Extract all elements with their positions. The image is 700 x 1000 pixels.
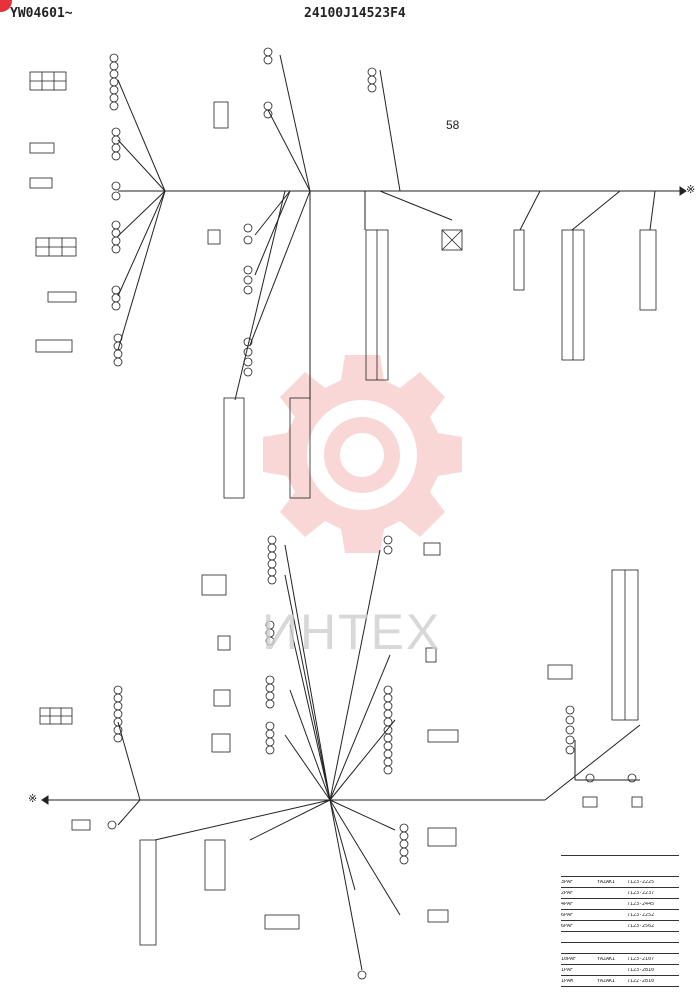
connector-lower-left-2p bbox=[71, 819, 91, 831]
connector-mid-2p bbox=[207, 229, 221, 245]
pin-column-e bbox=[111, 285, 121, 311]
connector-table-row bbox=[561, 943, 679, 954]
watermark-logo bbox=[263, 355, 462, 553]
connector-table-cell-c3: 7123-2252 bbox=[627, 912, 655, 918]
connector-6400-b bbox=[289, 397, 311, 499]
continuation-mark-lower: ※ bbox=[28, 792, 38, 805]
pin-column-t bbox=[565, 705, 575, 755]
connector-jce bbox=[513, 229, 525, 291]
connector-table-cell-c1: 1PAM bbox=[561, 978, 574, 984]
connector-table-cell-c1: 6PAF bbox=[561, 912, 574, 918]
connector-adapter-right bbox=[631, 796, 643, 808]
upper-left-branches bbox=[117, 79, 166, 351]
connector-lower-right-6p bbox=[427, 827, 457, 847]
connector-table-cell-c1: 4PAF bbox=[561, 901, 574, 907]
connector-amp-lower-4p bbox=[547, 664, 573, 680]
upper-middle-branches bbox=[234, 54, 401, 401]
connector-table-row: 10PAF YAZAKI 7123-2107 bbox=[561, 954, 679, 965]
connector-table: 3PAF YAZAKI 7123-2225 2PAF 7123-2237 4PAF 7123… bbox=[561, 855, 679, 987]
connector-lower-1p bbox=[425, 647, 437, 663]
pin-column-g bbox=[263, 47, 273, 65]
connector-left-3p bbox=[29, 142, 55, 154]
pin-column-m bbox=[113, 685, 123, 743]
pin-column-h bbox=[263, 101, 273, 119]
pin-column-i bbox=[243, 223, 253, 245]
connector-mid-relay bbox=[213, 101, 229, 129]
connector-table-cell-c2: YAZAKI bbox=[597, 956, 616, 962]
connector-left-4p bbox=[35, 339, 73, 353]
connector-table-cell-c3: 7123-2225 bbox=[627, 879, 655, 885]
connector-lower-relay bbox=[423, 542, 441, 556]
connector-table-row: 2PAF 7123-2237 bbox=[561, 888, 679, 899]
connector-table-row: 6PAF 7123-2562 bbox=[561, 921, 679, 932]
pin-column-f bbox=[113, 333, 123, 367]
connector-lower-6p-a bbox=[201, 574, 227, 596]
connector-lower-mid bbox=[427, 729, 459, 743]
connector-table-row: 6PAF 7123-2252 bbox=[561, 910, 679, 921]
pin-column-u bbox=[399, 823, 409, 865]
connector-group bbox=[29, 47, 657, 980]
continuation-mark-upper: ※ bbox=[686, 183, 696, 196]
connector-lower-2p bbox=[217, 635, 231, 651]
connector-table-cell-c3: 7123-2445 bbox=[627, 901, 655, 907]
page-number: 58 bbox=[446, 118, 460, 132]
connector-amp-4p bbox=[441, 229, 463, 251]
connector-table-row: 1PAF 7123-2810 bbox=[561, 965, 679, 976]
pin-column-k bbox=[243, 337, 253, 377]
connector-lower-bottom bbox=[264, 914, 300, 930]
drawing-number: 24100J14523F4 bbox=[304, 6, 406, 21]
connector-table-cell-c3: 7122-2810 bbox=[627, 978, 655, 984]
connector-table-cell-c3: 7123-2562 bbox=[627, 923, 655, 929]
serial-range-label: YW04601~ bbox=[10, 6, 73, 21]
connector-table-row: 4PAF 7123-2445 bbox=[561, 899, 679, 910]
connector-lower-stack bbox=[204, 839, 226, 891]
watermark-text: ИНТЕХ bbox=[262, 604, 442, 660]
connector-sumitomo-lower bbox=[139, 839, 157, 946]
connector-table-row bbox=[561, 932, 679, 943]
connector-table-cell-c1: 6PAF bbox=[561, 923, 574, 929]
lower-junction-branches bbox=[117, 544, 401, 971]
pin-column-s bbox=[383, 685, 393, 775]
connector-table-cell-c3: 7123-2810 bbox=[627, 967, 655, 973]
lower-harness-arrow bbox=[41, 795, 49, 805]
connector-table-row: 3PAF YAZAKI 7123-2225 bbox=[561, 877, 679, 888]
connector-table-cell-c2: YAZAKI bbox=[597, 978, 616, 984]
pin-column-p bbox=[265, 675, 275, 709]
connector-sumitomo-small bbox=[639, 229, 657, 311]
pin-column-o bbox=[265, 620, 275, 646]
upper-harness-arrow bbox=[679, 186, 687, 196]
connector-left-2p bbox=[29, 177, 53, 189]
lower-right-branch bbox=[544, 724, 641, 801]
pin-column-b bbox=[111, 127, 121, 161]
connector-table-row: 1PAM YAZAKI 7122-2810 bbox=[561, 976, 679, 987]
pin-column-a bbox=[109, 53, 119, 111]
connector-lower-4p bbox=[213, 689, 231, 707]
connector-table-header bbox=[561, 855, 679, 877]
connector-adapter-left bbox=[582, 796, 598, 808]
pin-column-r bbox=[383, 535, 393, 555]
connector-table-cell-c1: 3PAF bbox=[561, 879, 574, 885]
connector-table-cell-c2: YAZAKI bbox=[597, 879, 616, 885]
pin-column-d bbox=[111, 220, 121, 254]
pin-column-l bbox=[367, 67, 377, 93]
pin-column-q bbox=[265, 721, 275, 755]
connector-table-cell-c1: 2PAF bbox=[561, 890, 574, 896]
pin-column-c bbox=[111, 181, 121, 201]
connector-table-body: 3PAF YAZAKI 7123-2225 2PAF 7123-2237 4PAF 7123… bbox=[561, 877, 679, 987]
connector-lower-6p-b bbox=[211, 733, 231, 753]
connector-table-cell-c3: 7123-2237 bbox=[627, 890, 655, 896]
connector-table-cell-c1: 1PAF bbox=[561, 967, 574, 973]
pin-column-n bbox=[267, 535, 277, 585]
pin-column-j bbox=[243, 265, 253, 295]
connector-table-cell-c1: 10PAF bbox=[561, 956, 577, 962]
connector-6400-a bbox=[223, 397, 245, 499]
upper-right-branches bbox=[364, 190, 656, 231]
connector-lower-bottom-right bbox=[427, 909, 449, 923]
connector-left-sensor bbox=[47, 291, 77, 303]
connector-table-cell-c3: 7123-2107 bbox=[627, 956, 655, 962]
